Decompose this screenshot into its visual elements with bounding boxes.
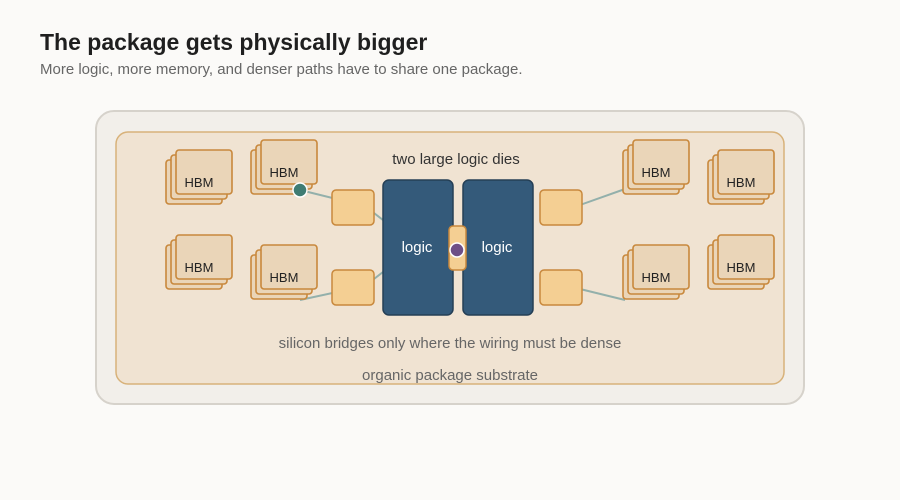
hbm-stack-outer-top-left: HBM [165, 149, 233, 205]
logic-left-label: logic [402, 239, 433, 256]
hbm-label: HBM [642, 270, 671, 285]
bridge-bottom-right [539, 269, 583, 306]
bridge-bottom-left [331, 269, 375, 306]
label-silicon-bridges: silicon bridges only where the wiring mu… [279, 335, 622, 352]
hbm-label: HBM [727, 175, 756, 190]
bridge-top-left [331, 189, 375, 226]
page-subtitle: More logic, more memory, and denser path… [40, 61, 523, 78]
hbm-stack-outer-bottom-right: HBM [707, 234, 775, 290]
hbm-label: HBM [727, 260, 756, 275]
hbm-label: HBM [185, 260, 214, 275]
hbm-label: HBM [642, 165, 671, 180]
page-title: The package gets physically bigger [40, 29, 428, 55]
hbm-stack-inner-bottom-right: HBM [622, 244, 690, 300]
teal-marker-dot [292, 182, 308, 198]
hbm-label: HBM [270, 165, 299, 180]
hbm-stack-outer-top-right: HBM [707, 149, 775, 205]
logic-right-label: logic [482, 239, 513, 256]
silicon-bridges [331, 189, 583, 306]
hbm-label: HBM [185, 175, 214, 190]
purple-marker-dot [449, 242, 465, 258]
label-organic-substrate: organic package substrate [362, 367, 538, 384]
hbm-stack-inner-top-left: HBM [250, 139, 318, 195]
label-two-logic-dies: two large logic dies [392, 151, 520, 168]
hbm-stack-inner-bottom-left: HBM [250, 244, 318, 300]
hbm-label: HBM [270, 270, 299, 285]
bridge-top-right [539, 189, 583, 226]
hbm-stack-outer-bottom-left: HBM [165, 234, 233, 290]
hbm-stack-inner-top-right: HBM [622, 139, 690, 195]
